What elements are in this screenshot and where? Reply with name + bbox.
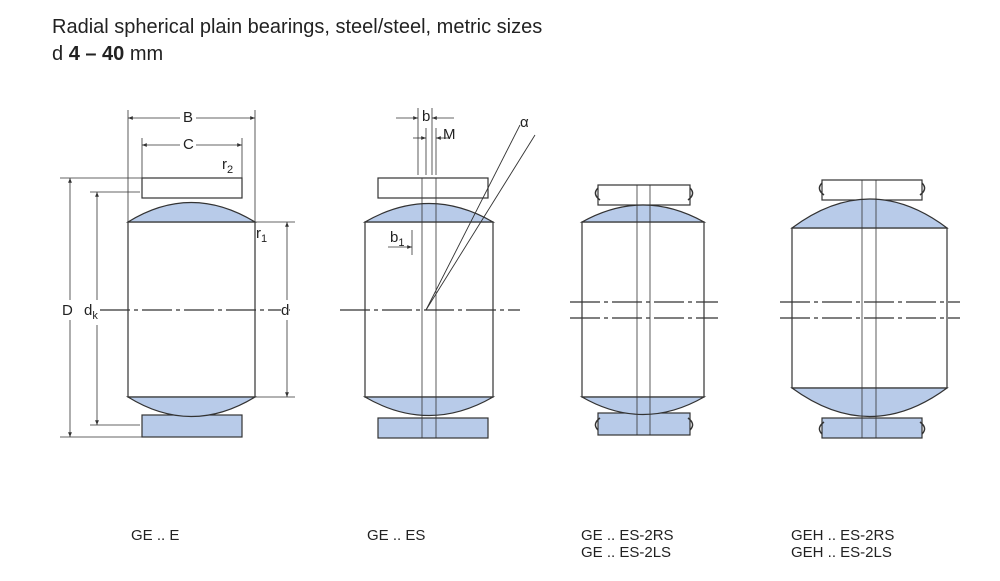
caption-geh-es-2rs: GEH .. ES-2RS GEH .. ES-2LS <box>791 527 894 561</box>
page-subtitle: d 4 – 40 mm <box>52 41 163 67</box>
outer-ring-bottom <box>141 414 243 438</box>
dim-label-dk: dk <box>84 302 98 325</box>
dim-label-alpha: α <box>520 114 529 131</box>
subtitle-range: 4 – 40 <box>68 43 125 65</box>
caption-ge-es-2ls-line2: GE .. ES-2LS <box>581 544 672 561</box>
subtitle-unit: mm <box>129 43 164 65</box>
drawing-geh-es-2rs <box>780 179 960 439</box>
drawing-ge-e <box>60 110 295 438</box>
dim-label-r2: r2 <box>222 156 234 176</box>
inner-sphere-bottom <box>125 396 258 418</box>
caption-geh-es-2rs-line1: GEH .. ES-2RS <box>791 527 895 544</box>
drawing-ge-es-2rs <box>570 184 718 436</box>
drawing-ge-es <box>340 108 536 439</box>
dim-label-b1: b1 <box>390 229 405 249</box>
caption-ge-e: GE .. E <box>131 527 180 544</box>
caption-ge-es: GE .. ES <box>367 527 426 544</box>
inner-sphere-top <box>125 201 258 223</box>
dim-label-r1: r1 <box>256 225 268 245</box>
dim-label-M: M <box>443 126 456 143</box>
page-title: Radial spherical plain bearings, steel/s… <box>52 16 543 38</box>
subtitle-prefix: d <box>52 43 64 65</box>
caption-geh-es-2ls-line2: GEH .. ES-2LS <box>791 544 892 561</box>
outer-ring-top <box>141 177 243 199</box>
dim-label-D: D <box>62 302 73 320</box>
dim-label-d: d <box>281 302 290 320</box>
dim-label-b-width: B <box>183 109 194 126</box>
dim-label-b: b <box>422 108 431 125</box>
caption-ge-es-2rs-line1: GE .. ES-2RS <box>581 527 674 544</box>
dim-label-c: C <box>183 136 194 153</box>
caption-ge-es-2rs: GE .. ES-2RS GE .. ES-2LS <box>581 527 674 561</box>
